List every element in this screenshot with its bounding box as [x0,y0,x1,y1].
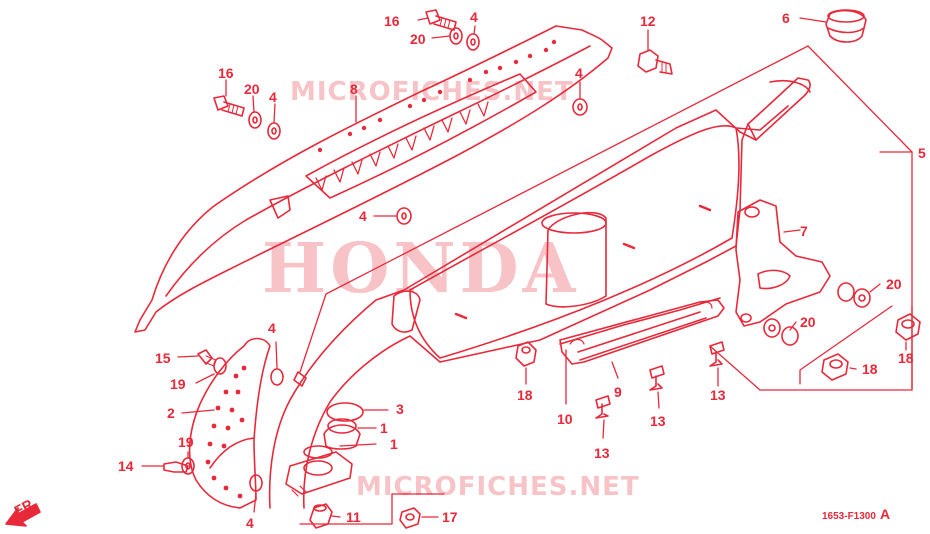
washer-4-left [267,122,281,140]
watermark-top: MICROFICHES.NET [290,77,574,107]
callout-20-right-a: 20 [886,276,902,292]
bolt-15 [197,349,217,367]
nut-18-lower [821,353,849,381]
washer-20-right-a [837,282,871,308]
callout-14: 14 [118,458,134,474]
callout-18-lower: 18 [862,361,878,377]
callout-11: 11 [346,509,361,525]
washer-4-upper [466,33,480,51]
diagram-variant: A [880,506,890,522]
callout-5: 5 [918,145,926,161]
callout-19-lower: 19 [178,434,194,450]
callout-20-left: 20 [244,81,260,97]
bolt-16-left [213,95,245,117]
callout-9: 9 [614,384,622,400]
callout-16-left: 16 [218,65,234,81]
fastener-13-a [595,395,611,419]
bolt-14 [163,461,189,473]
watermark-bottom: MICROFICHES.NET [356,472,640,502]
callout-4-left: 4 [269,89,277,105]
front-direction-arrow [5,503,41,527]
callout-6: 6 [782,10,790,26]
muffler-protector [134,25,613,333]
callout-15: 15 [155,350,171,366]
callout-10: 10 [557,411,573,427]
bolt-16-upper [425,9,457,31]
washer-20-left [248,111,262,129]
muffler-assembly [268,77,811,509]
callout-4-side: 4 [268,320,276,336]
fastener-13-b [649,365,665,391]
watermark-layer: MICROFICHES.NET HONDA MICROFICHES.NET [262,77,640,502]
fastener-13-c [709,341,725,367]
heat-shield-strip [559,299,725,365]
grommet-4-bottom [249,474,263,492]
watermark-honda: HONDA [262,229,579,309]
diagram-code: 1653-F1300 [822,511,876,522]
grommet-4-side [270,368,284,386]
callout-4-mid: 4 [359,208,367,224]
exhaust-joint [285,402,364,497]
lower-plate [559,297,721,345]
grommet-4-right [572,98,588,116]
callout-18-center: 18 [517,387,533,403]
callout-4-upper: 4 [470,9,478,25]
washer-20-upper [449,27,463,45]
callout-20-upper: 20 [410,31,426,47]
callout-3: 3 [396,401,404,417]
leader-lines [141,17,913,525]
callout-13-c: 13 [710,387,726,403]
callout-13-b: 13 [650,413,666,429]
side-protector [188,337,271,509]
callout-12: 12 [640,13,656,29]
callout-4-right: 4 [575,65,583,81]
callout-16-upper: 16 [384,13,400,29]
callout-13-d: 13 [796,251,812,267]
callout-8: 8 [350,81,358,97]
bolt-12 [637,49,673,75]
callout-17: 17 [442,509,458,525]
callout-7: 7 [800,223,808,239]
callout-4-bottom: 4 [246,515,254,531]
rubber-cap [825,9,867,43]
callout-19-upper: 19 [170,376,186,392]
callout-1-lower: 1 [390,436,398,452]
callout-1-upper: 1 [380,420,388,436]
callout-20-right-b: 20 [800,314,816,330]
washer-19-upper [213,357,227,375]
callout-labels: 16 20 4 16 20 4 8 4 4 12 6 5 7 20 20 18 … [11,9,926,531]
callout-18-right: 18 [898,350,914,366]
stud-nut [399,507,421,529]
washer-20-right-b [763,318,799,346]
callout-2: 2 [167,405,175,421]
grommet-4-mid [396,207,412,225]
nut-18-center [515,341,537,367]
callout-13-a: 13 [594,445,610,461]
muffler-bracket [735,199,831,327]
nut-18-right [895,313,921,341]
